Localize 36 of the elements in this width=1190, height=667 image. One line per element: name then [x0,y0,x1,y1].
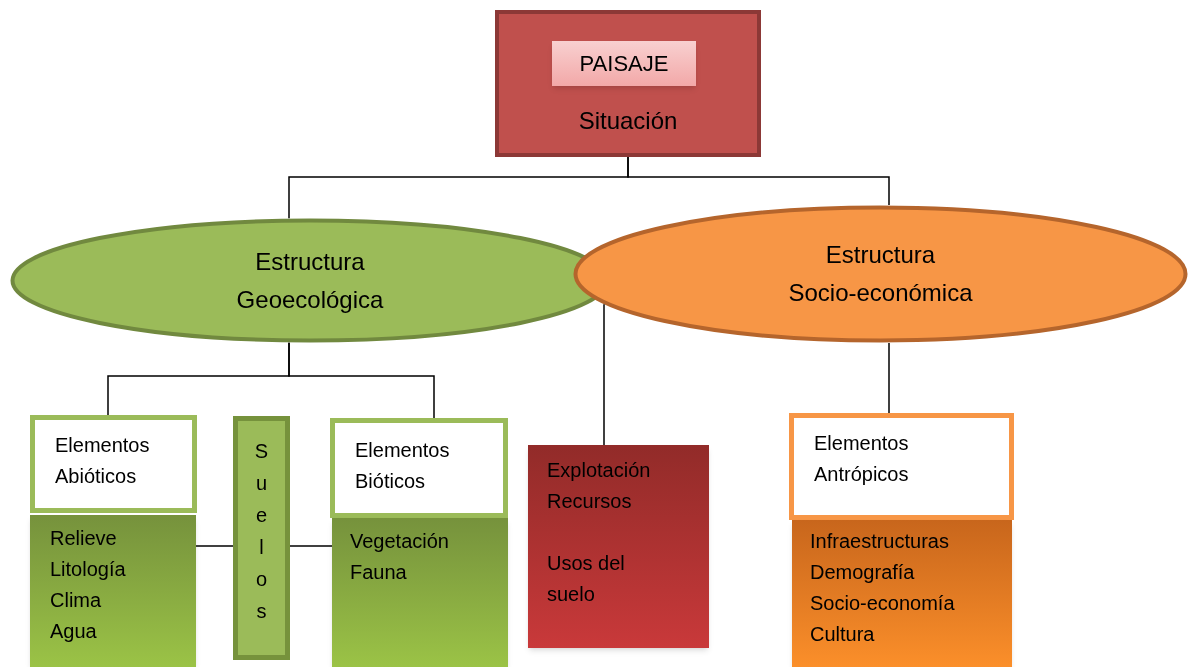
connector-line [888,342,890,414]
vertical-box [233,416,290,660]
title-label: PAISAJE [579,50,669,78]
box-label: Elementos Abióticos [55,433,151,489]
item-list-box [30,515,196,667]
connector-line [288,342,435,419]
category-box [30,415,197,513]
structure-label: Estructura Socio-económica [787,240,974,308]
item-list-box [792,520,1012,667]
box-label: Relieve [50,526,118,551]
connector-line [289,545,333,547]
box-label: Litología [50,557,127,582]
vertical-label: Suelos [254,439,269,624]
box-label: Socio-economía [810,591,956,616]
box-label: Cultura [810,622,876,647]
box-label: Usos del suelo [547,551,626,607]
item-list-box [332,518,508,667]
subtitle-label: Situación [578,106,678,136]
title-label-box [552,41,696,86]
title-box [495,10,761,157]
box-label: Infraestructuras [810,529,950,554]
resource-box [528,445,709,648]
connector-line [627,156,890,206]
box-label: Agua [50,619,98,644]
box-label: Elementos Antrópicos [814,431,910,487]
box-label: Demografía [810,560,916,585]
structure-label: Estructura Geoecológica [235,246,385,315]
box-label: Fauna [350,560,408,585]
connector-line [603,303,605,446]
box-label: Explotación Recursos [547,458,652,514]
connector-line [195,545,234,547]
box-label: Vegetación [350,529,450,554]
box-label: Elementos Bióticos [355,438,451,494]
category-box [330,418,508,518]
category-box [789,413,1014,520]
box-label: Clima [50,588,103,613]
